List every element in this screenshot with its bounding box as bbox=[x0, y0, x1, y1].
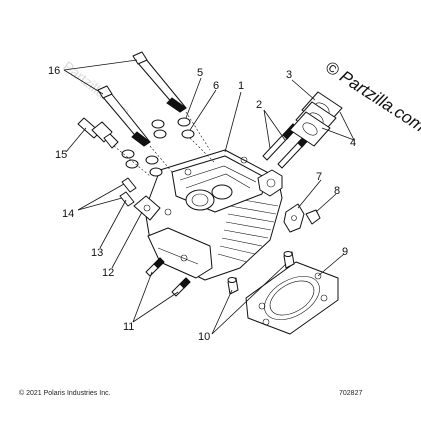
callout-11: 11 bbox=[123, 321, 134, 333]
callout-9: 9 bbox=[342, 246, 348, 258]
callout-14: 14 bbox=[62, 208, 74, 220]
head-gasket bbox=[245, 261, 339, 335]
callout-labels: 1 2 3 4 5 6 7 8 9 10 11 12 13 14 15 16 bbox=[48, 65, 356, 343]
callout-16: 16 bbox=[48, 65, 60, 77]
long-bolts bbox=[97, 51, 187, 147]
washers-and-nuts bbox=[119, 117, 195, 221]
watermark-logo: © Partzilla.com bbox=[322, 57, 421, 135]
spark-plug bbox=[77, 117, 119, 149]
alignment-lines bbox=[113, 111, 215, 177]
callout-1: 1 bbox=[238, 80, 244, 92]
intake-gaskets bbox=[289, 91, 343, 147]
callout-5: 5 bbox=[197, 67, 203, 79]
cylinder-head bbox=[144, 149, 283, 281]
copyright-notice: © 2021 Polaris Industries Inc. bbox=[19, 390, 111, 397]
callout-3: 3 bbox=[286, 69, 292, 81]
callout-12: 12 bbox=[102, 267, 114, 279]
callout-6: 6 bbox=[213, 80, 219, 92]
callout-15: 15 bbox=[55, 149, 67, 161]
callout-2: 2 bbox=[256, 99, 262, 111]
callout-7: 7 bbox=[316, 171, 322, 183]
callout-4: 4 bbox=[350, 137, 356, 149]
callout-10: 10 bbox=[198, 331, 210, 343]
bracket-and-bolt bbox=[283, 203, 321, 233]
short-studs bbox=[145, 257, 191, 297]
diagram-number: 702827 bbox=[339, 390, 363, 397]
callout-13: 13 bbox=[91, 247, 103, 259]
callout-8: 8 bbox=[334, 185, 340, 197]
dowel-pins bbox=[227, 251, 295, 295]
leader-lines bbox=[63, 59, 355, 335]
